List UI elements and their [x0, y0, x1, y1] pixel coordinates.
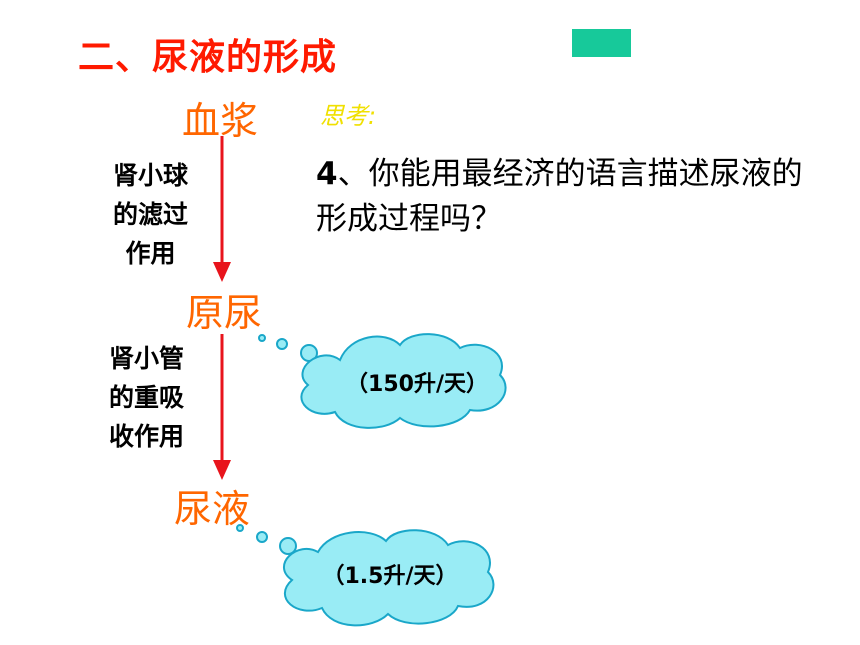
- cloud-urine: [283, 529, 495, 627]
- stage-urine: 尿液: [174, 487, 251, 531]
- question-text: 你能用最经济的语言描述尿液的形成过程吗？: [316, 156, 803, 237]
- process-filtration: 肾小球 的滤过 作用: [113, 156, 188, 273]
- cloud-urine-label: （1.5升/天）: [322, 564, 458, 589]
- process-reabsorption-line-3: 收作用: [109, 422, 185, 451]
- process-reabsorption: 肾小管 的重吸 收作用: [109, 339, 184, 456]
- stage-primary-urine: 原尿: [186, 291, 263, 335]
- process-filtration-line-1: 肾小球: [113, 161, 189, 190]
- slide-title: 二、尿液的形成: [78, 37, 338, 78]
- process-reabsorption-line-2: 的重吸: [109, 383, 185, 412]
- question: 4、你能用最经济的语言描述尿液的形成过程吗？: [316, 152, 816, 242]
- arrow-plasma-to-primary-urine: [213, 136, 231, 282]
- process-reabsorption-line-1: 肾小管: [109, 344, 185, 373]
- process-filtration-line-3: 作用: [125, 239, 176, 268]
- thought-bubbles-primary-urine: [258, 334, 318, 362]
- stage-plasma: 血浆: [182, 99, 259, 143]
- process-filtration-line-2: 的滤过: [113, 200, 189, 229]
- question-number: 4: [316, 156, 338, 192]
- cloud-primary-urine: [300, 333, 507, 429]
- arrow-primary-urine-to-urine: [213, 334, 231, 480]
- cloud-primary-urine-label: （150升/天）: [346, 372, 488, 397]
- teal-accent-box: [572, 29, 631, 57]
- think-label: 思考:: [320, 102, 377, 130]
- question-separator: 、: [337, 156, 369, 192]
- thought-bubbles-urine: [236, 524, 297, 555]
